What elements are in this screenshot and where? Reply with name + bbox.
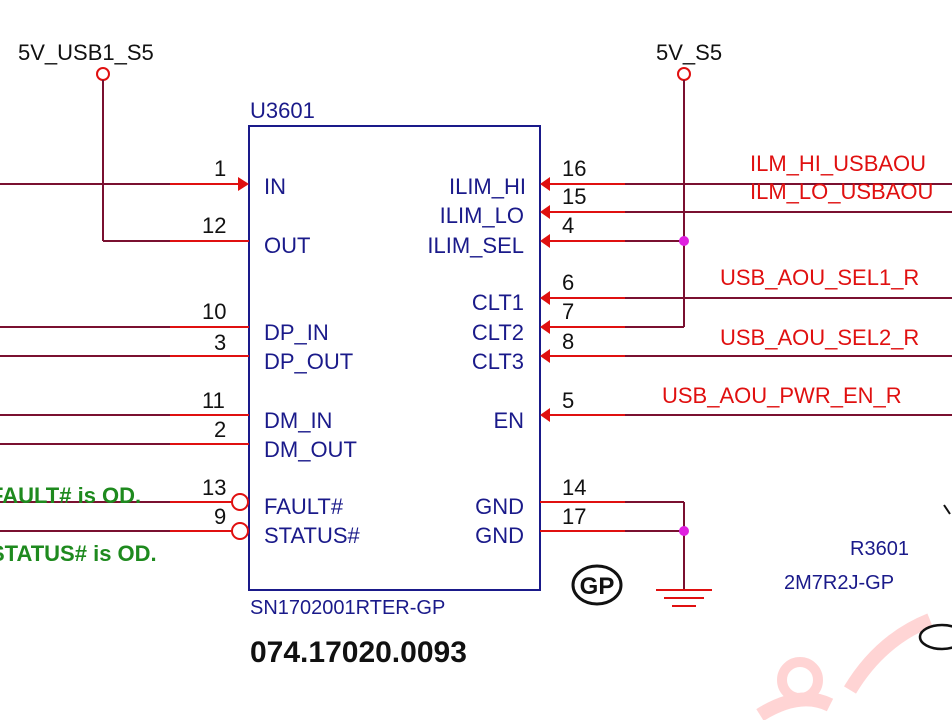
resistor-lead <box>943 504 951 515</box>
note-fault: FAULT# is OD. <box>0 483 141 508</box>
svg-text:1: 1 <box>214 156 226 181</box>
svg-text:8: 8 <box>562 329 574 354</box>
pin-ilim-sel: 4 ILIM_SEL <box>427 213 684 258</box>
chip-ref: U3601 <box>250 98 315 123</box>
svg-text:ILIM_SEL: ILIM_SEL <box>427 233 524 258</box>
ground-symbol <box>656 502 712 607</box>
svg-text:ILIM_LO: ILIM_LO <box>440 203 524 228</box>
pin-en: 5 EN USB_AOU_PWR_EN_R <box>493 383 952 433</box>
pin-dm-out: 2 DM_OUT <box>0 417 357 462</box>
svg-text:11: 11 <box>202 388 225 413</box>
pin-ilim-hi: 16 ILIM_HI ILM_HI_USBAOU <box>449 151 952 199</box>
svg-text:GP: GP <box>580 573 615 600</box>
pin-fault: 13 FAULT# <box>0 475 344 519</box>
svg-text:CLT1: CLT1 <box>472 290 524 315</box>
svg-text:5: 5 <box>562 388 574 413</box>
svg-text:GND: GND <box>475 494 524 519</box>
pin-clt3: 8 CLT3 USB_AOU_SEL2_R <box>472 325 952 374</box>
junction-dot <box>679 236 689 246</box>
svg-text:5V_S5: 5V_S5 <box>656 40 722 65</box>
svg-text:USB_AOU_PWR_EN_R: USB_AOU_PWR_EN_R <box>662 383 902 408</box>
svg-text:4: 4 <box>562 213 574 238</box>
pin-dp-out: 3 DP_OUT <box>0 330 353 374</box>
svg-text:GND: GND <box>475 523 524 548</box>
svg-text:STATUS#: STATUS# <box>264 523 361 548</box>
svg-text:15: 15 <box>562 184 586 209</box>
svg-text:12: 12 <box>202 213 226 238</box>
svg-text:14: 14 <box>562 475 586 500</box>
svg-text:ILM_HI_USBAOU: ILM_HI_USBAOU <box>750 151 926 176</box>
pin-gnd-17: 17 GND <box>475 504 684 548</box>
resistor-value: 2M7R2J-GP <box>784 572 894 594</box>
svg-text:2: 2 <box>214 417 226 442</box>
chip-body <box>248 125 541 591</box>
svg-text:USB_AOU_SEL1_R: USB_AOU_SEL1_R <box>720 265 919 290</box>
svg-text:ILM_LO_USBAOU: ILM_LO_USBAOU <box>750 179 933 204</box>
gp-badge-partial <box>918 623 952 651</box>
svg-text:CLT2: CLT2 <box>472 320 524 345</box>
svg-text:6: 6 <box>562 270 574 295</box>
svg-text:10: 10 <box>202 299 226 324</box>
svg-text:EN: EN <box>493 408 524 433</box>
note-status: STATUS# is OD. <box>0 541 157 566</box>
watermark <box>756 613 933 720</box>
pin-status: 9 STATUS# <box>0 504 361 548</box>
svg-text:DM_IN: DM_IN <box>264 408 332 433</box>
svg-text:DP_IN: DP_IN <box>264 320 329 345</box>
pin-clt2: 7 CLT2 <box>472 299 684 345</box>
power-5v-s5: 5V_S5 <box>656 40 722 327</box>
svg-text:DP_OUT: DP_OUT <box>264 349 353 374</box>
svg-text:FAULT#: FAULT# <box>264 494 344 519</box>
svg-text:CLT3: CLT3 <box>472 349 524 374</box>
svg-text:5V_USB1_S5: 5V_USB1_S5 <box>18 40 154 65</box>
svg-text:IN: IN <box>264 174 286 199</box>
svg-text:9: 9 <box>214 504 226 529</box>
svg-text:13: 13 <box>202 475 226 500</box>
pin-dm-in: 11 DM_IN <box>0 388 332 433</box>
pin-gnd-14: 14 GND <box>475 475 684 519</box>
chip-part-number: 074.17020.0093 <box>250 636 467 669</box>
chip-part-name: SN1702001RTER-GP <box>250 597 445 619</box>
svg-text:OUT: OUT <box>264 233 310 258</box>
gp-badge: GP <box>571 564 623 606</box>
svg-text:3: 3 <box>214 330 226 355</box>
svg-text:DM_OUT: DM_OUT <box>264 437 357 462</box>
svg-text:7: 7 <box>562 299 574 324</box>
pin-out: 12 OUT <box>170 213 310 258</box>
pin-in: 1 IN <box>0 156 286 199</box>
resistor-ref: R3601 <box>850 538 909 560</box>
pin-clt1: 6 CLT1 USB_AOU_SEL1_R <box>472 265 952 315</box>
junction-dot <box>679 526 689 536</box>
pin-ilim-lo: 15 ILIM_LO ILM_LO_USBAOU <box>440 179 952 228</box>
svg-text:16: 16 <box>562 156 586 181</box>
svg-text:USB_AOU_SEL2_R: USB_AOU_SEL2_R <box>720 325 919 350</box>
power-5v-usb1-s5: 5V_USB1_S5 <box>18 40 248 242</box>
pin-dp-in: 10 DP_IN <box>0 299 329 345</box>
svg-text:17: 17 <box>562 504 586 529</box>
svg-text:ILIM_HI: ILIM_HI <box>449 174 526 199</box>
